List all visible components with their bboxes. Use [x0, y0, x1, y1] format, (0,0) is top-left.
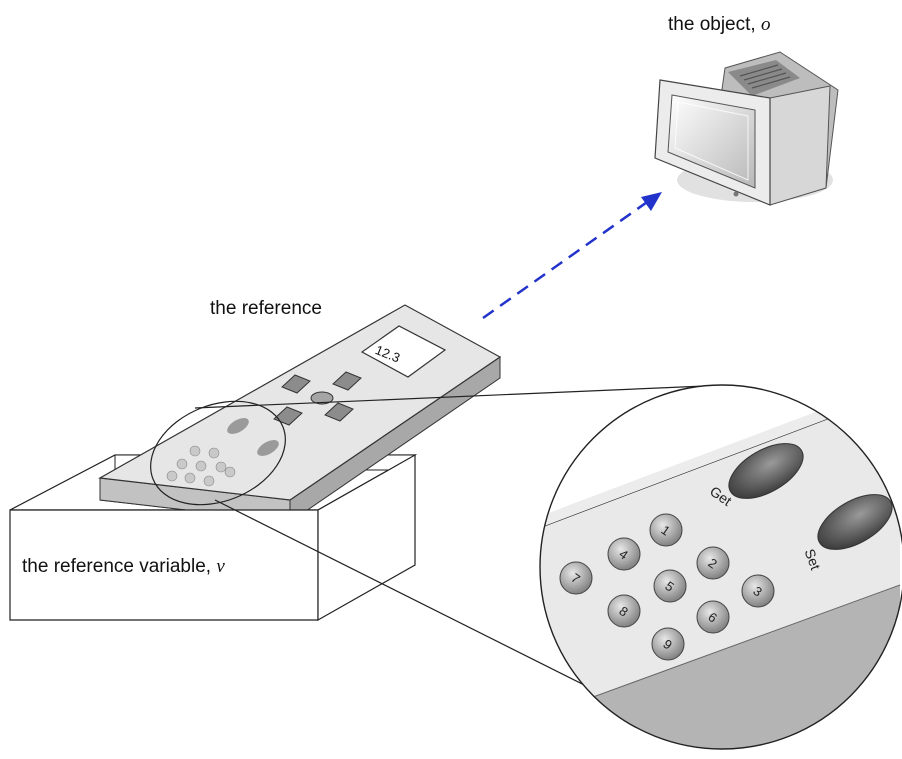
- object-label-prefix: the object,: [668, 14, 761, 35]
- number-button-9: 9: [651, 627, 685, 661]
- number-button-7: 7: [559, 561, 593, 595]
- object-symbol: o: [761, 14, 771, 35]
- number-button-5: 5: [653, 569, 687, 603]
- variable-symbol: v: [216, 556, 225, 577]
- reference-variable-label: the reference variable, v: [22, 556, 225, 577]
- reference-arrow: [482, 192, 662, 320]
- box-front: [9, 453, 416, 622]
- remote-display: 12.3: [360, 325, 447, 378]
- number-button-8: 8: [607, 594, 641, 628]
- remote-control: 12.3: [98, 304, 502, 523]
- number-button-4: 4: [607, 537, 641, 571]
- number-button-6: 6: [696, 600, 730, 634]
- number-button-1: 1: [649, 513, 683, 547]
- set-button: Set: [802, 494, 893, 572]
- variable-label-prefix: the reference variable,: [22, 556, 216, 577]
- small-keypad: [166, 418, 279, 487]
- number-button-3: 3: [741, 574, 775, 608]
- object-label: the object, o: [668, 14, 770, 35]
- remote-square-buttons: [273, 371, 362, 426]
- zoomed-keypad: Get Set 1 2 3 4 5 6: [539, 384, 902, 750]
- number-button-2: 2: [696, 546, 730, 580]
- set-label: Set: [802, 547, 824, 572]
- monitor-icon: [654, 51, 839, 206]
- reference-label: the reference: [210, 298, 322, 319]
